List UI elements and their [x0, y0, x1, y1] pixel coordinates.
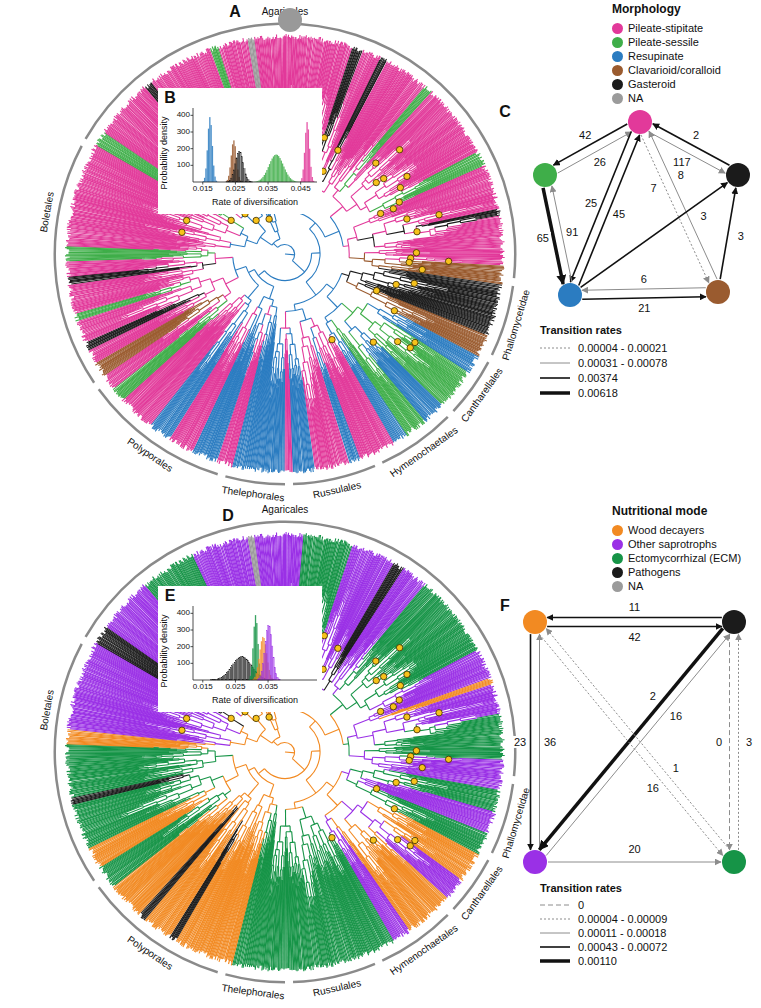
- figure-page: AAgaricalesPhallomycetidaeCantharellales…: [0, 0, 761, 1008]
